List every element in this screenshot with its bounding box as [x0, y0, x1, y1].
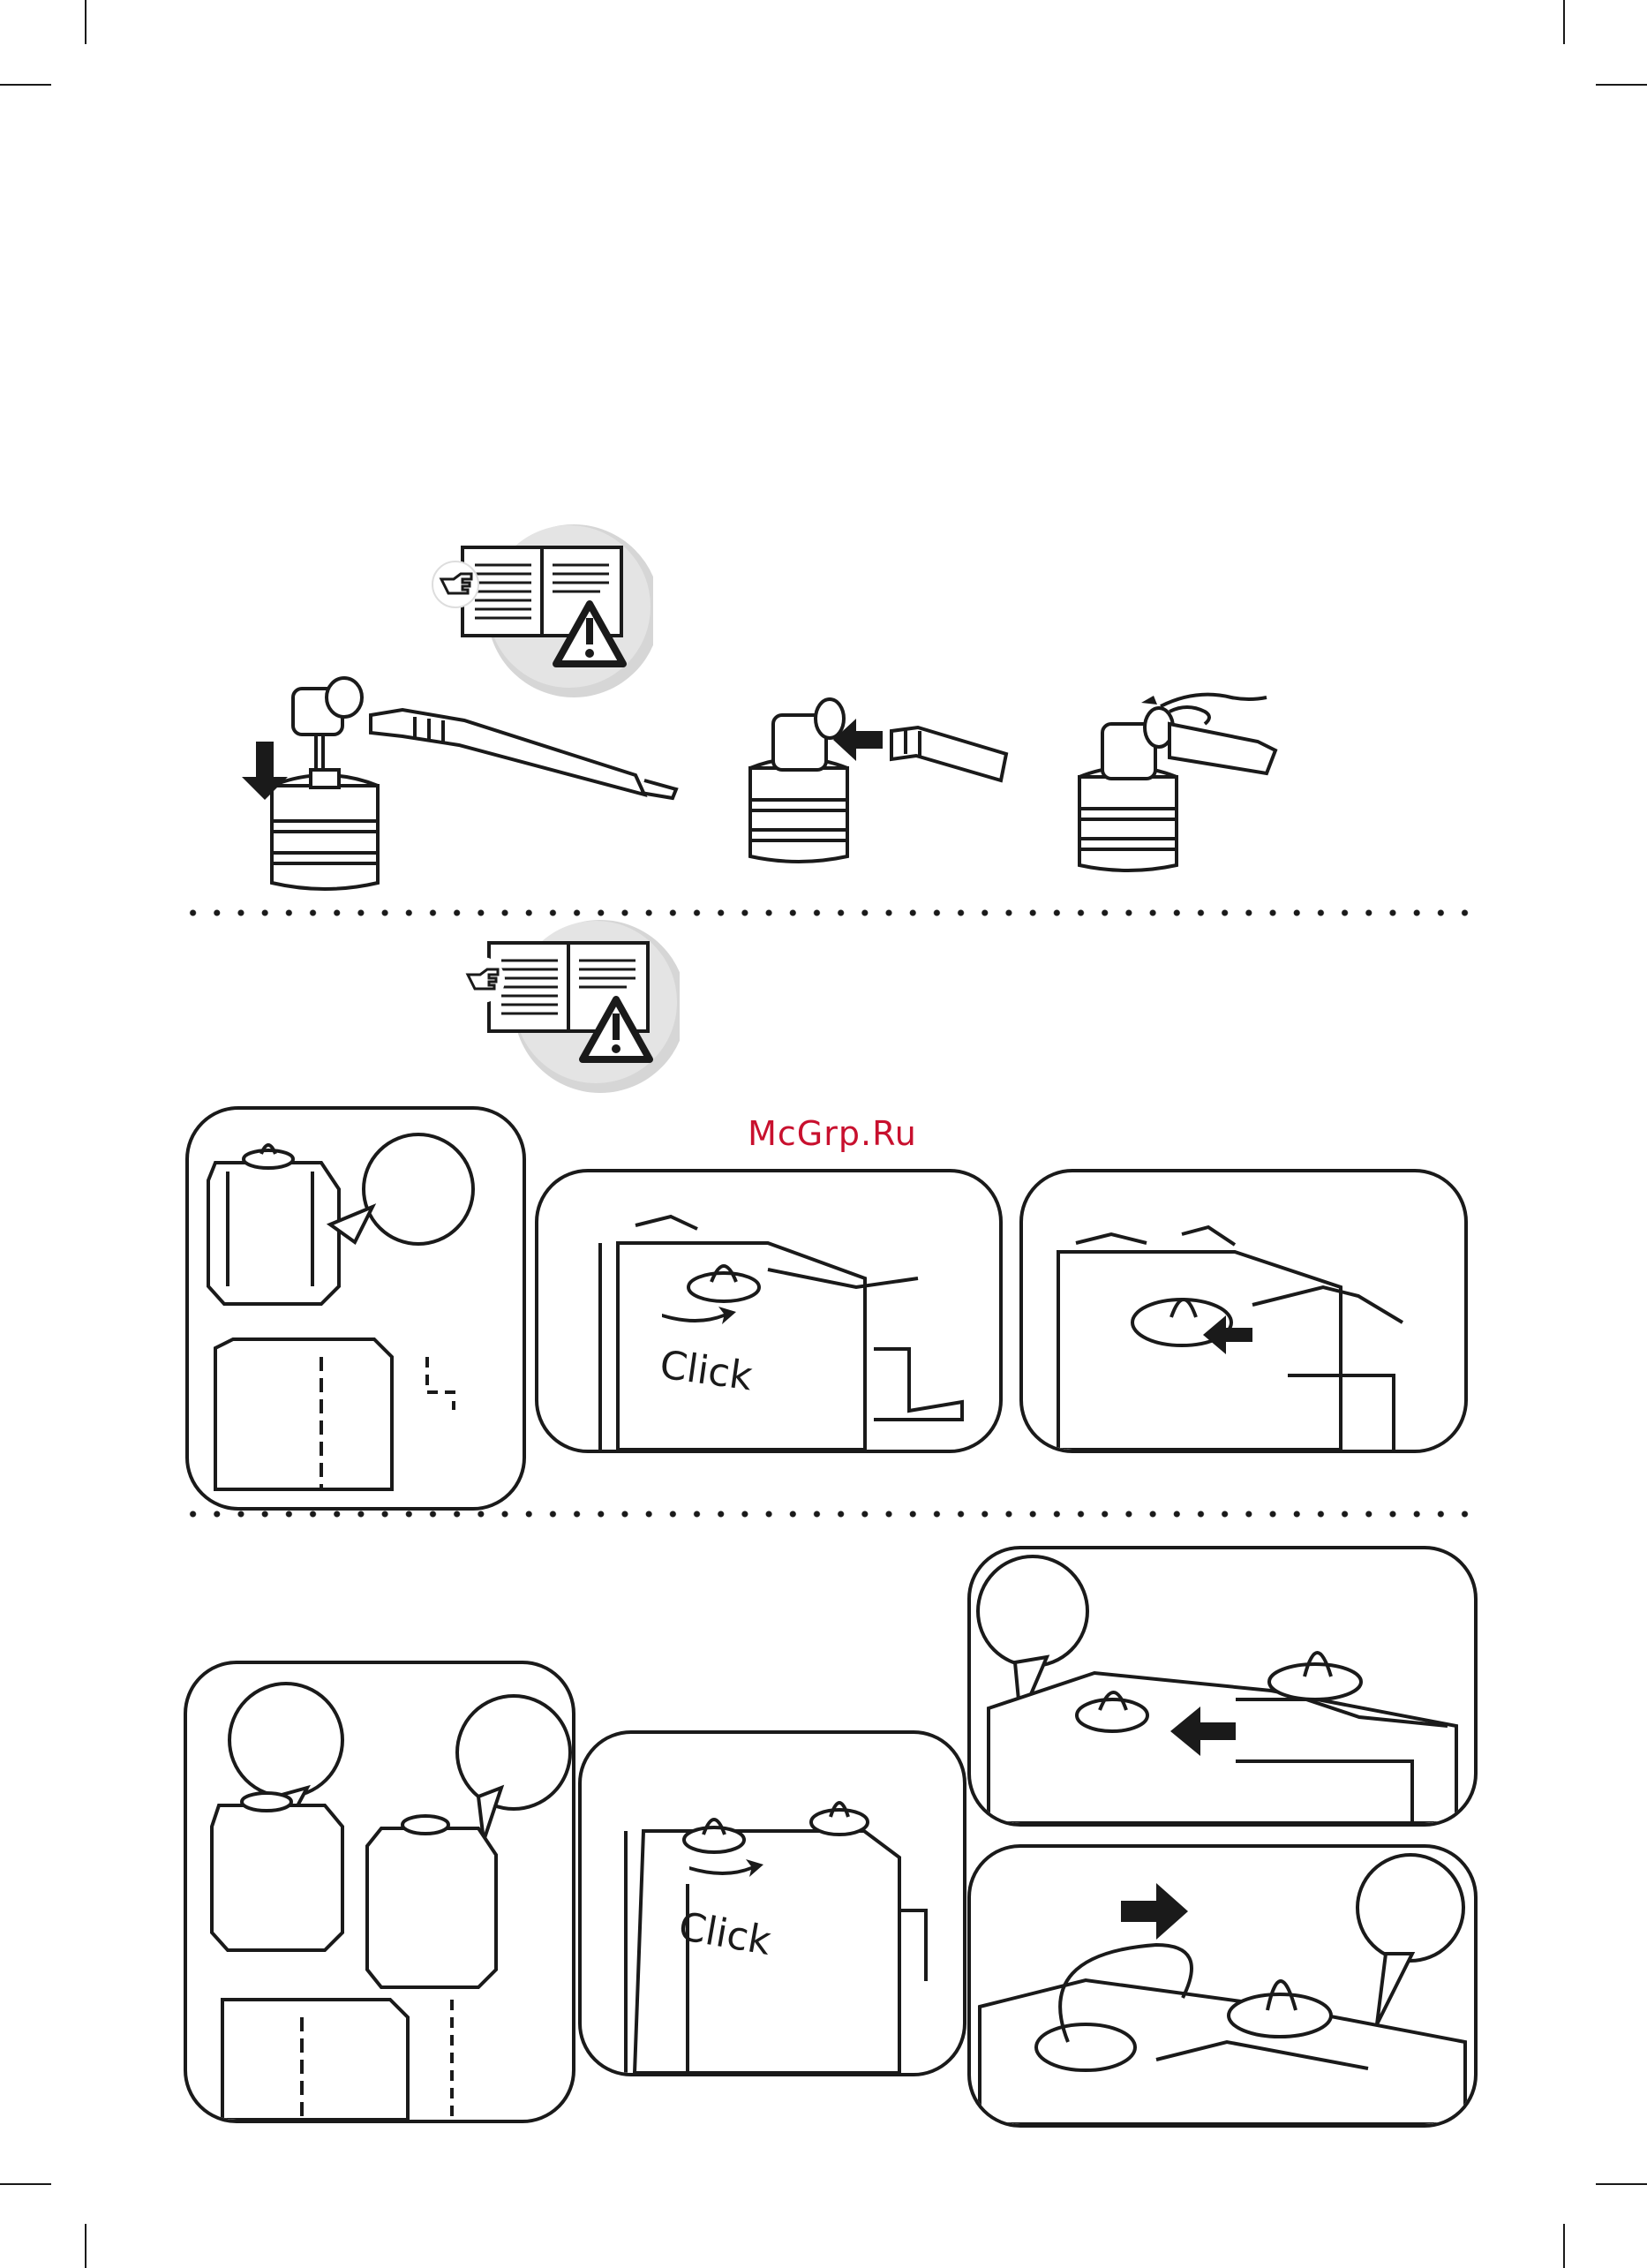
manual-warning-icon-2	[450, 918, 680, 1095]
foam-bottle-step-1	[238, 671, 768, 900]
panel-click-lock-1: Click	[535, 1169, 1003, 1453]
crop-mark-tr-v	[1563, 0, 1565, 44]
panel-release-lock-2b	[967, 1844, 1478, 2128]
crop-mark-br-h	[1596, 2183, 1647, 2185]
panel-click-lock-2: Click	[578, 1730, 966, 2076]
crop-mark-bl-h	[0, 2183, 51, 2185]
watermark: McGrp.Ru	[740, 1114, 925, 1153]
arrow-right-icon	[1121, 1883, 1188, 1940]
panel-release-lock-2a	[967, 1546, 1478, 1827]
crop-mark-bl-v	[85, 2224, 86, 2268]
panel-tank-insert-single	[185, 1106, 526, 1511]
foam-bottle-step-3	[1072, 689, 1284, 883]
crop-mark-tl-v	[85, 0, 86, 44]
section-divider-1	[181, 909, 1470, 916]
pointing-hand-icon	[432, 561, 478, 607]
rotate-arrow-icon	[1141, 696, 1157, 705]
crop-mark-tr-h	[1596, 84, 1647, 86]
crop-mark-tl-h	[0, 84, 51, 86]
panel-release-lock-1	[1019, 1169, 1468, 1453]
section-divider-2	[181, 1511, 1470, 1518]
panel-tank-insert-double	[184, 1661, 575, 2123]
foam-bottle-step-2	[741, 689, 1024, 874]
crop-mark-br-v	[1563, 2224, 1565, 2268]
